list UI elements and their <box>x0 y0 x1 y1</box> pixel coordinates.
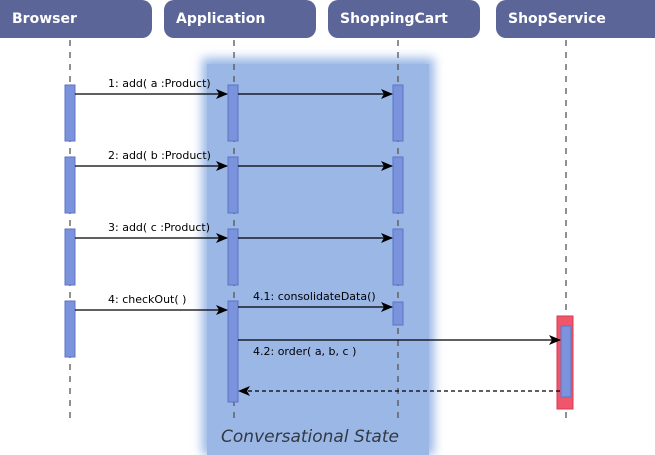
activations <box>64 84 404 403</box>
messages <box>75 89 561 396</box>
activation-application-2 <box>227 156 239 214</box>
region-label: Conversational State <box>221 427 399 447</box>
participant-application[interactable]: Application <box>164 0 316 38</box>
activation-browser-2 <box>64 156 76 214</box>
participant-box <box>0 0 152 38</box>
participant-label: Browser <box>12 11 77 27</box>
activation-browser-4 <box>64 300 76 358</box>
activation-shoppingcart-2 <box>392 156 404 214</box>
message-label-4-1: 4.1: consolidateData() <box>253 290 376 303</box>
participant-shoppingcart[interactable]: ShoppingCart <box>328 0 480 38</box>
message-label-1: 1: add( a :Product) <box>108 77 211 90</box>
activation-shoppingcart-3 <box>392 228 404 286</box>
activation-shoppingcart-4 <box>392 301 404 326</box>
activation-application-4 <box>227 300 239 403</box>
participant-label: ShopService <box>508 11 606 27</box>
participant-label: Application <box>176 11 265 27</box>
participant-label: ShoppingCart <box>340 11 448 27</box>
activation-shoppingcart-1 <box>392 84 404 142</box>
message-labels: 1: add( a :Product) 2: add( b :Product) … <box>108 77 376 358</box>
message-label-4: 4: checkOut( ) <box>108 293 186 306</box>
activation-application-1 <box>227 84 239 142</box>
activation-application-3 <box>227 228 239 286</box>
message-label-3: 3: add( c :Product) <box>108 221 210 234</box>
activation-browser-3 <box>64 228 76 286</box>
message-label-4-2: 4.2: order( a, b, c ) <box>253 345 356 358</box>
activation-shopservice <box>556 315 574 410</box>
participant-box <box>164 0 316 38</box>
activation-browser-1 <box>64 84 76 142</box>
message-label-2: 2: add( b :Product) <box>108 149 211 162</box>
participant-box <box>328 0 480 38</box>
activation-inner <box>560 325 572 398</box>
participant-box <box>496 0 655 38</box>
participant-browser[interactable]: Browser <box>0 0 152 38</box>
participant-shopservice[interactable]: ShopService <box>496 0 655 38</box>
